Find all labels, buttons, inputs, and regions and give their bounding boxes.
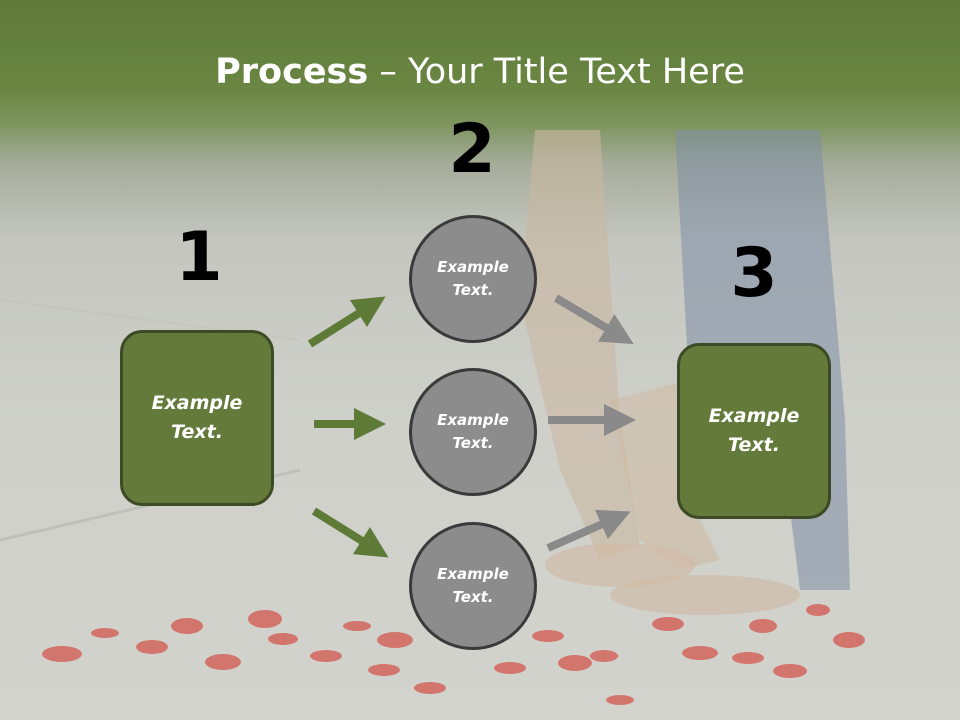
process-circle-2-text: Example Text. (437, 411, 509, 452)
slide-title: Process – Your Title Text Here (0, 52, 960, 92)
step-number-2: 2 (448, 110, 496, 189)
title-rest: – Your Title Text Here (368, 52, 745, 92)
title-bold: Process (215, 52, 369, 92)
left-step-box: Example Text. (120, 330, 274, 506)
right-step-box: Example Text. (677, 343, 831, 519)
process-circle-3: Example Text. (409, 522, 537, 650)
process-circle-2: Example Text. (409, 368, 537, 496)
process-circle-1-text: Example Text. (437, 258, 509, 299)
left-step-box-text: Example Text. (151, 392, 243, 443)
arrow-to-circle-3 (311, 507, 389, 558)
process-circle-3-text: Example Text. (437, 565, 509, 606)
arrow-from-circle-1 (553, 294, 634, 345)
arrow-to-circle-1 (307, 296, 386, 348)
step-number-3: 3 (730, 234, 778, 313)
step-number-1: 1 (175, 218, 223, 297)
process-circle-1: Example Text. (409, 215, 537, 343)
right-step-box-text: Example Text. (708, 405, 800, 456)
arrow-from-circle-3 (546, 509, 631, 552)
